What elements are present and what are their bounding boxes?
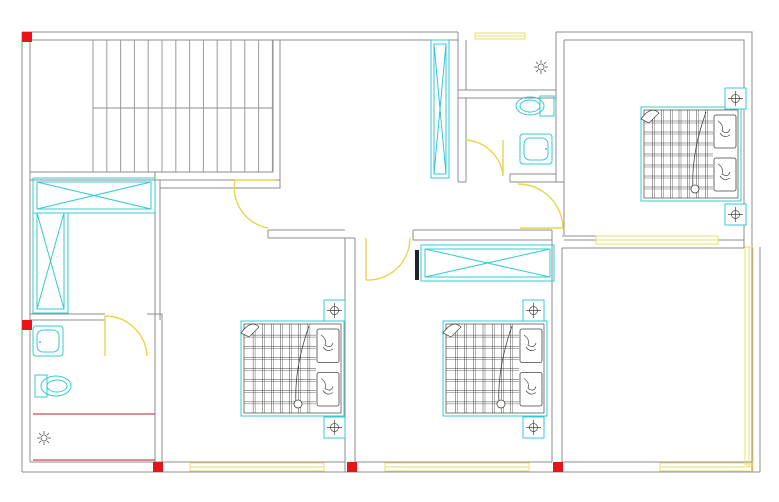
shower-icon xyxy=(534,60,548,74)
door-stop-icon xyxy=(415,250,419,280)
bed-icon xyxy=(240,320,345,417)
toilet-icon xyxy=(515,95,555,117)
sink-icon xyxy=(519,133,553,165)
nightstand-icon xyxy=(724,87,747,110)
nightstand-icon xyxy=(724,203,747,226)
wardrobe-icon xyxy=(32,39,555,314)
nightstand-icon xyxy=(323,416,346,439)
shower-icon xyxy=(37,431,51,445)
door-swing-icon xyxy=(104,139,564,357)
sink-icon xyxy=(32,325,64,357)
interior-walls xyxy=(30,40,752,472)
column-icon xyxy=(22,32,563,472)
window-icon xyxy=(189,32,754,472)
nightstand-icon xyxy=(323,299,346,322)
staircase-icon xyxy=(29,39,281,215)
nightstand-icon xyxy=(522,299,545,322)
nightstand-icon xyxy=(522,416,545,439)
bed-icon xyxy=(442,320,548,417)
toilet-icon xyxy=(34,374,72,398)
outer-walls xyxy=(21,31,761,473)
bed-icon xyxy=(640,106,742,202)
